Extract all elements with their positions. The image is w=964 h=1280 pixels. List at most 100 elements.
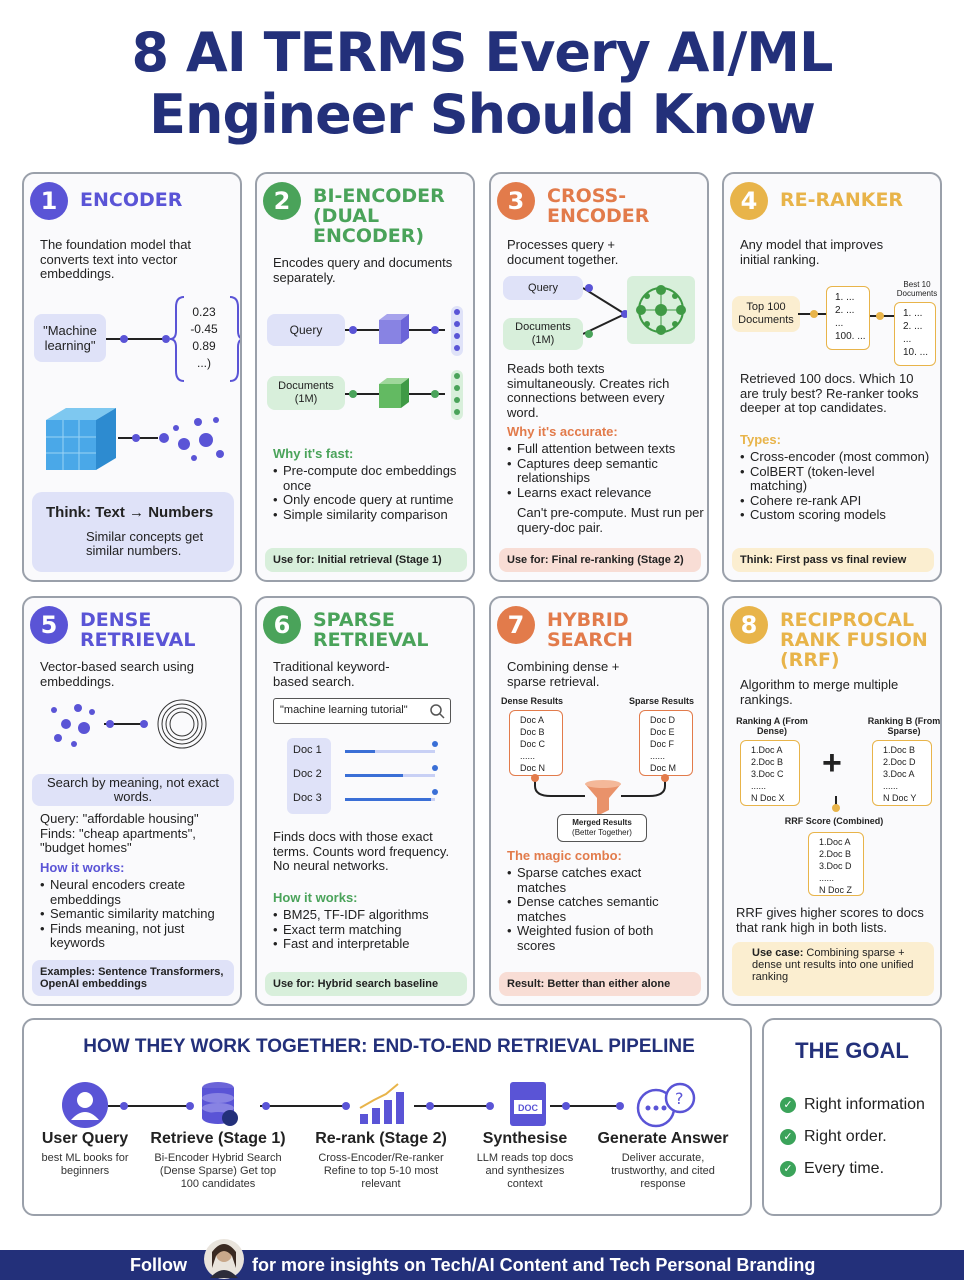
- goal-panel: THE GOAL ✓Right information ✓Right order…: [762, 1018, 942, 1216]
- cube-to-vectors-icon: [46, 408, 224, 470]
- section-heading: Why it's accurate:: [507, 424, 618, 439]
- card-bi-encoder: 2 BI-ENCODER (DUAL ENCODER) Encodes quer…: [255, 172, 475, 582]
- card-description: Traditional keyword-based search.: [273, 659, 390, 689]
- card-description: Combining dense + sparse retrieval.: [507, 659, 620, 689]
- card-number: 6: [263, 606, 301, 644]
- bullet-list: Full attention between texts Captures de…: [507, 441, 707, 500]
- card-hybrid-search: 7 HYBRID SEARCH Combining dense + sparse…: [489, 596, 709, 1006]
- rrf-score-label: RRF Score (Combined): [784, 816, 884, 826]
- card-number: 5: [30, 606, 68, 644]
- card-description: Encodes query and documents separately.: [273, 255, 453, 285]
- input-text-pill: "Machine learning": [34, 314, 106, 362]
- search-icon: [430, 704, 445, 719]
- encoder-diagram: [106, 296, 240, 382]
- query-pill: Query: [503, 276, 583, 300]
- use-for-note: Use for: Final re-ranking (Stage 2): [499, 548, 701, 572]
- pipeline-icons: [108, 1102, 624, 1110]
- ranking-a-label: Ranking A (From Dense): [736, 716, 808, 736]
- page-title: 8 AI TERMS Every AI/ML Engineer Should K…: [0, 22, 964, 146]
- pipeline-step-retrieve: Retrieve (Stage 1) Bi-Encoder Hybrid Sea…: [150, 1130, 286, 1190]
- result-note: Result: Better than either alone: [499, 972, 701, 996]
- finds-text: Finds docs with those exact terms. Count…: [273, 829, 450, 873]
- check-icon: ✓: [780, 1128, 796, 1145]
- card-title: HYBRID SEARCH: [547, 609, 633, 651]
- card-number: 7: [497, 606, 535, 644]
- ranking-b-label: Ranking B (From Sparse): [867, 716, 941, 736]
- sparse-results-label: Sparse Results: [629, 696, 695, 706]
- section-heading: How it works:: [273, 890, 358, 905]
- goal-title: THE GOAL: [795, 1038, 909, 1063]
- pipeline-step-synthesise: Synthesise LLM reads top docs and synthe…: [476, 1130, 574, 1190]
- card-number: 1: [30, 182, 68, 220]
- use-for-note: Use for: Hybrid search baseline: [265, 972, 467, 996]
- title-line-2: Engineer Should Know: [149, 83, 816, 146]
- pipeline-step-user-query: User Query best ML books for beginners: [41, 1130, 129, 1177]
- pipeline-step-generate-answer: Generate Answer Deliver accurate, trustw…: [597, 1130, 729, 1190]
- follow-label: Follow: [130, 1255, 187, 1275]
- use-case-note: Use case: Combining sparse + dense unt r…: [732, 942, 934, 996]
- goal-item: ✓Right order.: [780, 1128, 887, 1146]
- card-description: Algorithm to merge multiple rankings.: [740, 677, 899, 707]
- use-for-note: Use for: Initial retrieval (Stage 1): [265, 548, 467, 572]
- footer-banner: Follow for more insights on Tech/AI Cont…: [0, 1239, 964, 1280]
- card-rrf: 8 RECIPROCAL RANK FUSION (RRF) Algorithm…: [722, 596, 942, 1006]
- card-title: RE-RANKER: [780, 189, 904, 211]
- top-100-list: 1. ...2. ......100. ...: [826, 286, 870, 350]
- section-heading: Why it's fast:: [273, 446, 354, 461]
- card-re-ranker: 4 RE-RANKER Any model that improves init…: [722, 172, 942, 582]
- search-by-meaning-pill: Search by meaning, not exact words.: [32, 774, 234, 806]
- documents-pill: Documents (1M): [267, 376, 345, 410]
- best-10-label: Best 10 Documents: [896, 280, 938, 298]
- card-encoder: 1 ENCODER The foundation model that conv…: [22, 172, 242, 582]
- best-10-list: 1. ...2. ......10. ...: [894, 302, 936, 366]
- dense-results-label: Dense Results: [501, 696, 564, 706]
- bi-encoder-diagram: [345, 306, 463, 420]
- examples-note: Examples: Sentence Transformers, OpenAI …: [32, 960, 234, 996]
- user-icon: [62, 1082, 108, 1128]
- documents-pill: Documents (1M): [503, 318, 583, 350]
- rank-chart-icon: [359, 1083, 404, 1124]
- bullet-list: BM25, TF-IDF algorithms Exact term match…: [273, 907, 473, 952]
- card-number: 8: [730, 606, 768, 644]
- check-icon: ✓: [780, 1096, 796, 1113]
- chat-bubble-icon: ?: [636, 1082, 696, 1128]
- card-cross-encoder: 3 CROSS-ENCODER Processes query + docume…: [489, 172, 709, 582]
- goal-item: ✓Every time.: [780, 1160, 884, 1178]
- card-sparse-retrieval: 6 SPARSE RETRIEVAL Traditional keyword-b…: [255, 596, 475, 1006]
- card-number: 2: [263, 182, 301, 220]
- re-ranker-connector: [798, 310, 894, 320]
- goal-item: ✓Right information: [780, 1096, 925, 1114]
- card-title: DENSE RETRIEVAL: [80, 609, 196, 651]
- card-title: CROSS-ENCODER: [547, 185, 650, 227]
- bullet-list: Cross-encoder (most common) ColBERT (tok…: [740, 449, 930, 523]
- card-description: Vector-based search using embeddings.: [40, 659, 194, 689]
- retrieved-text: Retrieved 100 docs. Which 10 are truly b…: [740, 371, 919, 415]
- cross-encoder-diagram: [583, 276, 695, 344]
- card-title: ENCODER: [80, 189, 183, 211]
- section-heading: The magic combo:: [507, 848, 622, 863]
- search-box: "machine learning tutorial": [273, 698, 451, 724]
- section-heading: Types:: [740, 432, 781, 447]
- footer-text: for more insights on Tech/AI Content and…: [252, 1255, 816, 1275]
- bullet-list: Neural encoders create embeddings Semant…: [40, 877, 240, 951]
- merged-results-box: Merged Results (Better Together): [557, 814, 647, 842]
- bullet-list: Sparse catches exact matches Dense catch…: [507, 865, 687, 953]
- card-description: Processes query + document together.: [507, 237, 619, 267]
- think-note: Think: First pass vs final review: [732, 548, 934, 572]
- section-heading: How it works:: [40, 860, 125, 875]
- vector-values: 0.23 -0.45 0.89 ...): [190, 305, 218, 370]
- query-pill: Query: [267, 314, 345, 346]
- rrf-explanation: RRF gives higher scores to docs that ran…: [736, 905, 924, 935]
- limitation-note: Can't pre-compute. Must run per query-do…: [517, 505, 704, 535]
- pipeline-panel: HOW THEY WORK TOGETHER: END-TO-END RETRI…: [22, 1018, 752, 1216]
- plus-icon: +: [822, 744, 842, 782]
- dense-vectors-icon: [51, 699, 207, 749]
- doc-icon-label: DOC: [518, 1103, 538, 1113]
- card-title: SPARSE RETRIEVAL: [313, 609, 429, 651]
- pipeline-step-rerank: Re-rank (Stage 2) Cross-Encoder/Re-ranke…: [315, 1130, 447, 1190]
